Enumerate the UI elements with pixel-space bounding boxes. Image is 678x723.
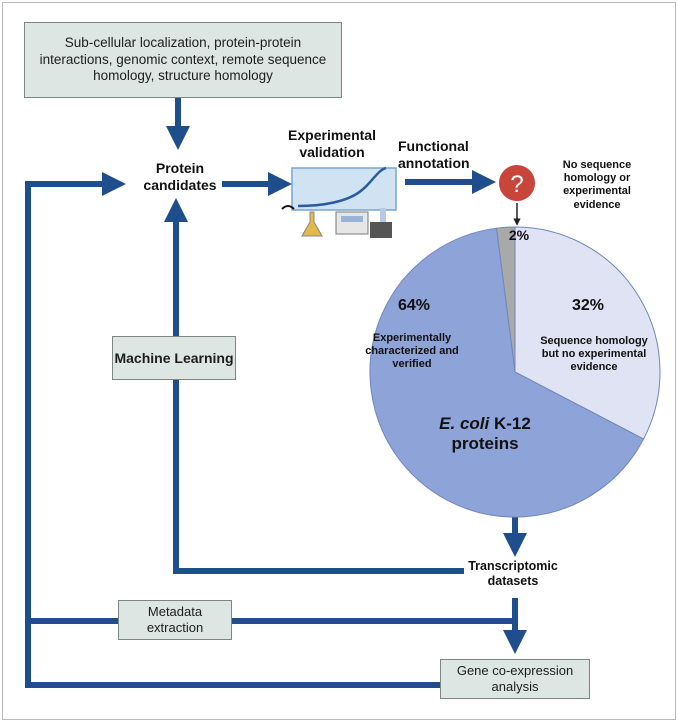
no-evidence-label: No sequence homology or experimental evi… [562, 159, 632, 211]
slice-homology [514, 226, 661, 440]
pie-center-italic: E. coli [439, 414, 490, 433]
question-mark-icon: ? [510, 171, 523, 198]
slice-percent-2: 2% [508, 227, 530, 243]
gene-coexpression-box: Gene co-expression analysis [440, 659, 590, 699]
arrow-machine-learning-loop [164, 198, 464, 574]
functional-annotation-label: Functional annotation [398, 138, 470, 171]
pie-center-line2: proteins [451, 434, 519, 454]
metadata-extraction-box: Metadata extraction [118, 600, 232, 640]
protein-candidates-label: Protein candidates [143, 160, 217, 193]
slice-percent-64: 64% [397, 297, 431, 314]
transcriptomic-datasets-label: Transcriptomic datasets [468, 559, 558, 588]
inputs-box: Sub-cellular localization, protein-prote… [24, 22, 342, 98]
gene-coexpression-text: Gene co-expression analysis [456, 662, 574, 694]
inputs-box-text: Sub-cellular localization, protein-prote… [39, 34, 327, 84]
slice-label-homology: Sequence homology but no experimental ev… [540, 335, 648, 374]
slice-experimental [369, 227, 645, 518]
pie-center-rest: K-12 [489, 414, 531, 433]
experimental-validation-label: Experimental validation [288, 127, 376, 160]
slice-percent-32: 32% [571, 297, 605, 314]
pie-chart [369, 226, 661, 518]
metadata-extraction-text: Metadata extraction [146, 603, 204, 635]
pie-center-title: E. coli K-12 proteins [410, 414, 560, 455]
machine-learning-text: Machine Learning [114, 349, 234, 366]
lab-equipment-icon [281, 166, 397, 238]
arrow-outer-loop [25, 172, 442, 688]
machine-learning-box: Machine Learning [112, 336, 236, 380]
slice-label-experimental: Experimentally characterized and verifie… [365, 332, 459, 371]
question-circle [497, 163, 537, 203]
